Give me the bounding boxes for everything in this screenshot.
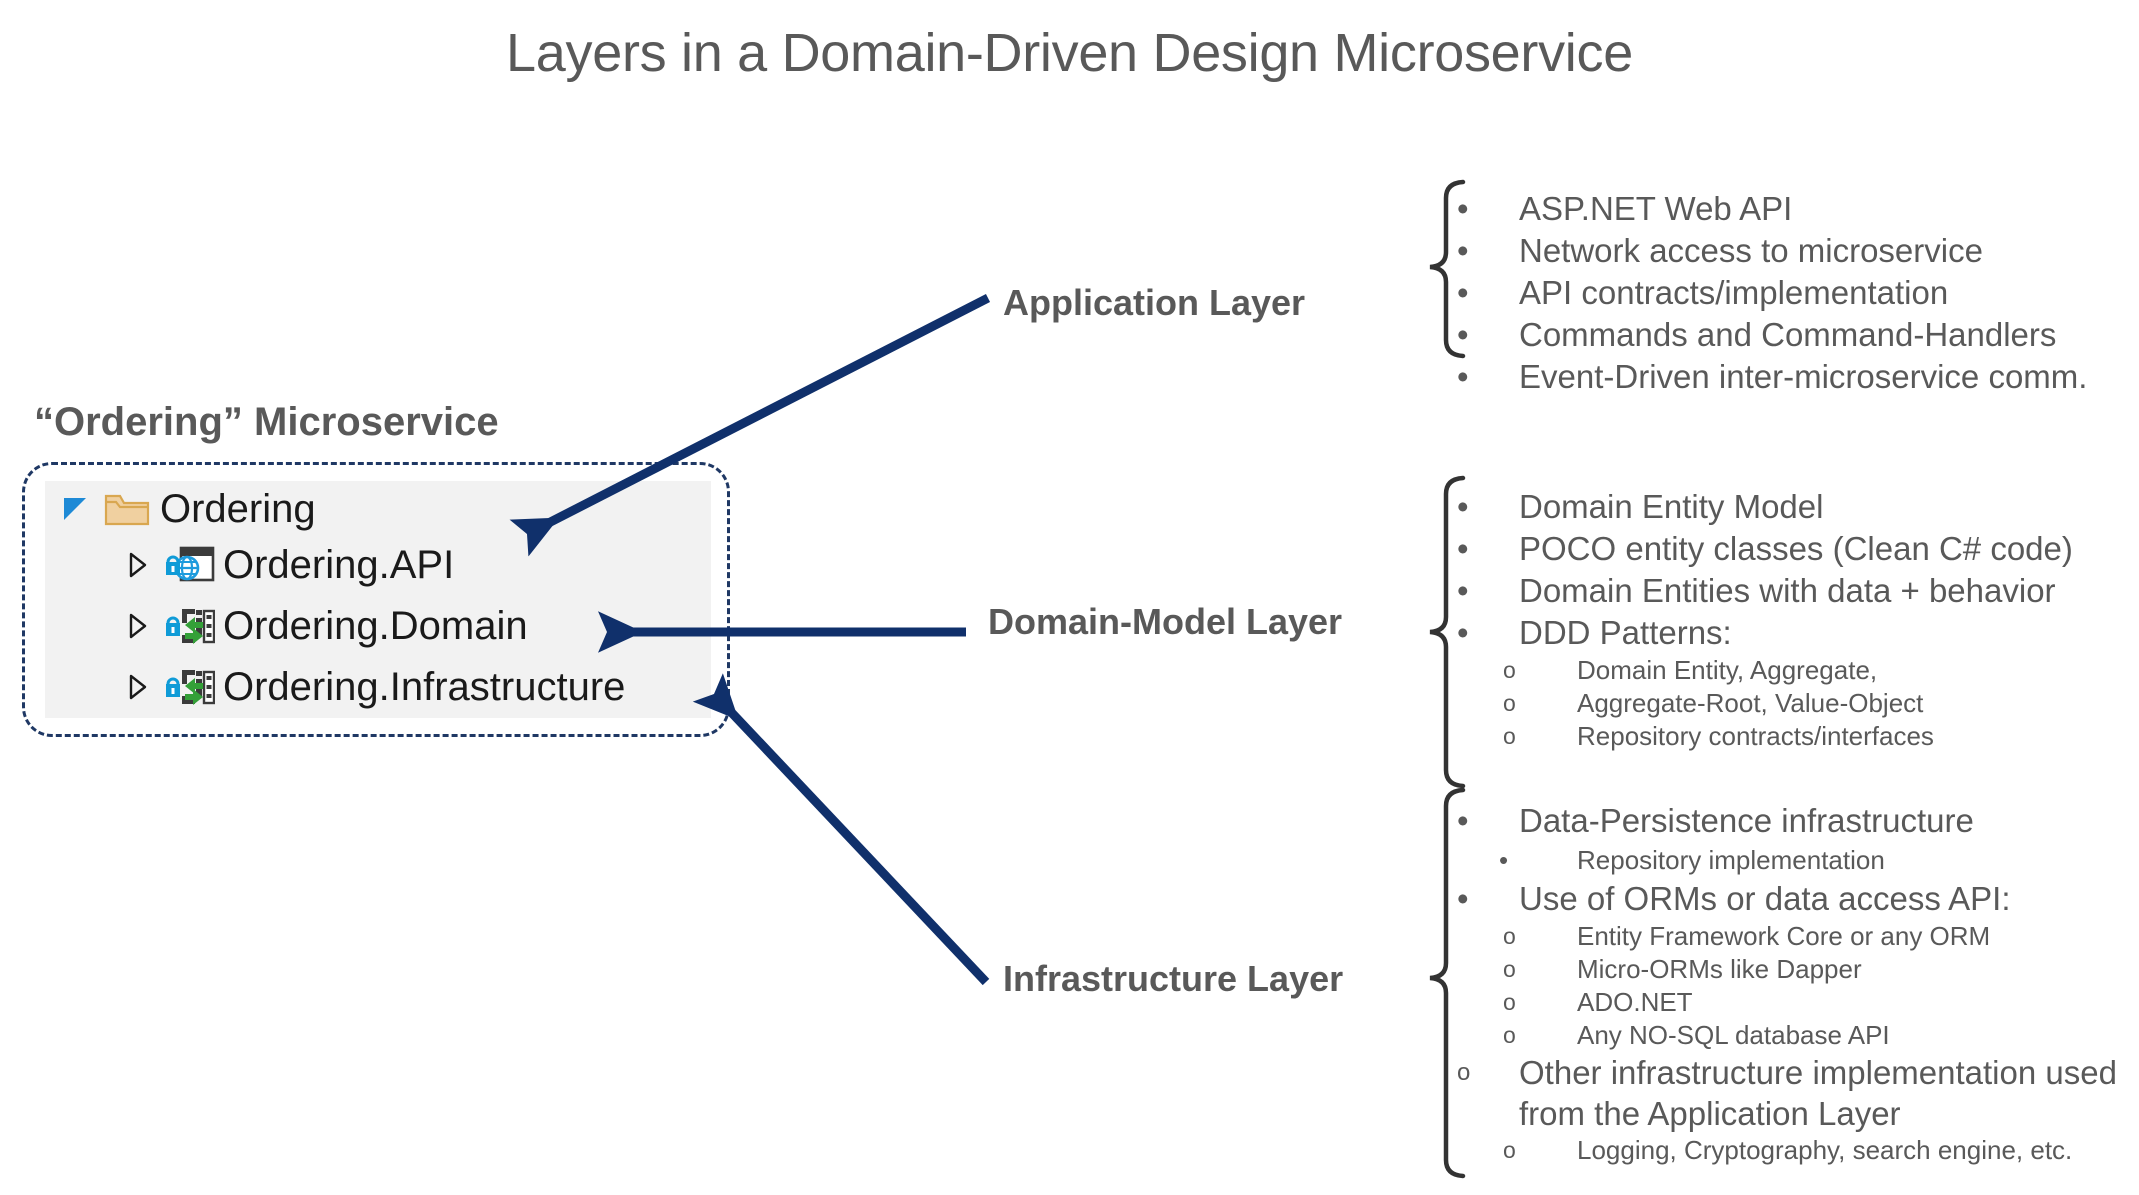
bullet-dot-marker: • bbox=[1457, 274, 1469, 311]
arrow-infrastructure-layer bbox=[692, 673, 990, 986]
expander-closed-icon[interactable] bbox=[125, 550, 149, 580]
bullet-text: DDD Patterns: bbox=[1519, 614, 1732, 651]
bullet-item: • Data-Persistence infrastructure bbox=[1443, 800, 2133, 841]
tree-row-ordering[interactable]: Ordering bbox=[60, 481, 316, 537]
bullet-item: • Event-Driven inter-microservice comm. bbox=[1443, 356, 2133, 397]
bullet-text: Event-Driven inter-microservice comm. bbox=[1519, 358, 2088, 395]
web-api-project-icon bbox=[165, 544, 215, 586]
bullet-item: • Commands and Command-Handlers bbox=[1443, 314, 2133, 355]
layer-label-domain-model: Domain-Model Layer bbox=[988, 601, 1343, 642]
bullet-item: o Entity Framework Core or any ORM bbox=[1443, 920, 2133, 953]
bullet-text: ASP.NET Web API bbox=[1519, 190, 1793, 227]
bullet-circle-marker: o bbox=[1503, 1022, 1516, 1048]
bullet-item: • Repository implementation bbox=[1443, 842, 2133, 878]
layer-label-infrastructure: Infrastructure Layer bbox=[1003, 958, 1344, 999]
tree-item-label: Ordering.Infrastructure bbox=[223, 664, 626, 709]
class-library-project-icon bbox=[165, 605, 216, 647]
bullet-dot-marker: • bbox=[1457, 880, 1469, 917]
bullet-item: • Network access to microservice bbox=[1443, 230, 2133, 271]
bullet-item: o Repository contracts/interfaces bbox=[1443, 720, 2133, 753]
lock-icon bbox=[166, 677, 180, 697]
bullet-item: • Domain Entity Model bbox=[1443, 486, 2133, 527]
bullet-circle-marker: o bbox=[1503, 657, 1516, 683]
lock-icon bbox=[166, 616, 180, 636]
bullet-circle-marker: o bbox=[1503, 690, 1516, 716]
bullet-dot-marker: • bbox=[1457, 190, 1469, 227]
bullet-text: Logging, Cryptography, search engine, et… bbox=[1577, 1135, 2073, 1165]
bullet-item: • POCO entity classes (Clean C# code) bbox=[1443, 528, 2133, 569]
bullet-text: POCO entity classes (Clean C# code) bbox=[1519, 530, 2073, 567]
tree-row-ordering-infrastructure[interactable]: Ordering.Infrastructure bbox=[125, 659, 625, 715]
bullet-text: Use of ORMs or data access API: bbox=[1519, 880, 2011, 917]
sync-arrows-glyph bbox=[185, 678, 203, 705]
bullet-dot-marker: • bbox=[1457, 530, 1469, 567]
expander-closed-icon[interactable] bbox=[125, 672, 149, 702]
bullet-circle-marker: o bbox=[1503, 923, 1516, 949]
bullet-item: • ASP.NET Web API bbox=[1443, 188, 2133, 229]
globe-glyph bbox=[174, 555, 200, 581]
bullet-dot-marker: • bbox=[1457, 614, 1469, 651]
bullet-item: • Use of ORMs or data access API: bbox=[1443, 878, 2133, 919]
bullet-circle-marker: o bbox=[1503, 989, 1516, 1015]
bullet-text: Domain Entity, Aggregate, bbox=[1577, 655, 1878, 685]
bullet-list-application: • ASP.NET Web API • Network access to micro… bbox=[1443, 188, 2133, 398]
bullet-text: Network access to microservice bbox=[1519, 232, 1983, 269]
expander-closed-icon[interactable] bbox=[125, 611, 149, 641]
bullet-dot-marker: • bbox=[1457, 316, 1469, 353]
bullet-dot-marker: • bbox=[1457, 802, 1469, 839]
bullet-dot-marker: • bbox=[1457, 232, 1469, 269]
bullet-circle-marker: o bbox=[1503, 956, 1516, 982]
folder-icon bbox=[104, 490, 150, 528]
bullet-circle-marker: o bbox=[1457, 1059, 1471, 1086]
server-glyph bbox=[202, 670, 216, 705]
page-title: Layers in a Domain-Driven Design Microse… bbox=[506, 23, 1633, 83]
tree-row-ordering-api[interactable]: Ordering.API bbox=[125, 537, 454, 593]
bullet-text: Commands and Command-Handlers bbox=[1519, 316, 2057, 353]
bullet-dot-marker: • bbox=[1457, 572, 1469, 609]
bullet-text: Repository implementation bbox=[1577, 845, 1885, 875]
expander-open-icon[interactable] bbox=[60, 494, 90, 524]
bullet-circle-marker: o bbox=[1503, 723, 1516, 749]
tree-item-label: Ordering bbox=[160, 486, 316, 531]
bullet-item: • DDD Patterns: bbox=[1443, 612, 2133, 653]
bullet-text: Aggregate-Root, Value-Object bbox=[1577, 688, 1924, 718]
bullet-text: Domain Entity Model bbox=[1519, 488, 1824, 525]
bullet-list-domain-model: • Domain Entity Model • POCO entity classes… bbox=[1443, 486, 2133, 753]
bullet-dot-marker: • bbox=[1499, 845, 1509, 875]
bullet-item: o Any NO-SQL database API bbox=[1443, 1019, 2133, 1052]
tree-row-ordering-domain[interactable]: Ordering.Domain bbox=[125, 598, 528, 654]
bullet-text: Repository contracts/interfaces bbox=[1577, 721, 1934, 751]
tree-item-label: Ordering.Domain bbox=[223, 603, 528, 648]
bullet-item: o Domain Entity, Aggregate, bbox=[1443, 654, 2133, 687]
bullet-item: • API contracts/implementation bbox=[1443, 272, 2133, 313]
bullet-item: o Aggregate-Root, Value-Object bbox=[1443, 687, 2133, 720]
bullet-text: Data-Persistence infrastructure bbox=[1519, 802, 1974, 839]
bullet-item: o Other infrastructure implementation use… bbox=[1443, 1052, 2133, 1134]
bullet-dot-marker: • bbox=[1457, 358, 1469, 395]
class-library-project-icon bbox=[165, 666, 216, 708]
bullet-text: API contracts/implementation bbox=[1519, 274, 1949, 311]
bullet-item: o Logging, Cryptography, search engine, e… bbox=[1443, 1134, 2133, 1167]
microservice-caption: “Ordering” Microservice bbox=[34, 400, 499, 444]
lock-icon bbox=[166, 555, 180, 575]
bullet-item: o Micro-ORMs like Dapper bbox=[1443, 953, 2133, 986]
bullet-item: o ADO.NET bbox=[1443, 986, 2133, 1019]
bullet-list-infrastructure: • Data-Persistence infrastructure • Reposit… bbox=[1443, 800, 2133, 1167]
microservice-boundary-box bbox=[22, 462, 730, 737]
bullet-text: Micro-ORMs like Dapper bbox=[1577, 954, 1862, 984]
bullet-item: • Domain Entities with data + behavior bbox=[1443, 570, 2133, 611]
bullet-text: Entity Framework Core or any ORM bbox=[1577, 921, 1991, 951]
layer-label-application: Application Layer bbox=[1003, 282, 1306, 323]
bullet-text: ADO.NET bbox=[1577, 987, 1693, 1017]
tree-item-label: Ordering.API bbox=[223, 542, 455, 587]
bullet-text: Domain Entities with data + behavior bbox=[1519, 572, 2056, 609]
bullet-text: Other infrastructure implementation used… bbox=[1519, 1054, 2117, 1132]
bullet-circle-marker: o bbox=[1503, 1137, 1516, 1163]
bullet-dot-marker: • bbox=[1457, 488, 1469, 525]
server-glyph bbox=[202, 609, 216, 644]
bullet-text: Any NO-SQL database API bbox=[1577, 1020, 1890, 1050]
sync-arrows-glyph bbox=[185, 617, 203, 644]
